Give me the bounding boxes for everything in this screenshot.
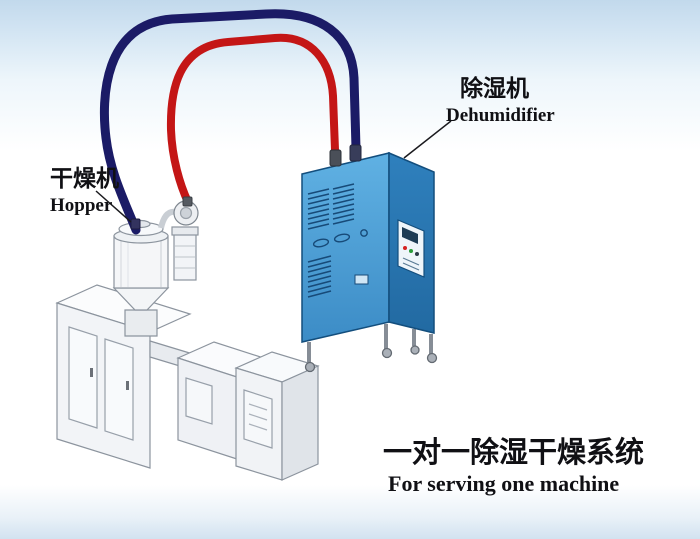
caster-wheel (410, 345, 420, 355)
vent-louvers-upper-left (307, 188, 330, 230)
panel-text-line (402, 257, 420, 266)
mid-box-panel (185, 377, 213, 425)
dehumidifier-legs (307, 324, 433, 363)
indicator-light-red (403, 246, 407, 250)
head-box-side (281, 365, 319, 481)
dehumidifier-label-en: Dehumidifier (446, 105, 555, 126)
blower-fan-hub (179, 206, 193, 220)
caster-wheel (426, 352, 438, 364)
door-handle-left (90, 368, 93, 377)
dehumidifier-casters (304, 345, 438, 373)
caster-wheel (381, 347, 393, 359)
hopper-lid-pipe-fitting (130, 218, 141, 230)
hopper-dryer (112, 200, 199, 337)
indicator-light-green (409, 249, 413, 253)
dehumidifier-leader-line (403, 120, 452, 159)
front-oval-vent (333, 233, 351, 243)
dehumidifier-right-fitting (349, 144, 362, 162)
cabinet-door-left (68, 326, 98, 429)
hopper-mount-base (124, 309, 158, 337)
panel-text-line (402, 262, 420, 271)
dehumidifier-left-fitting (329, 149, 342, 167)
dehumidifier-unit (301, 151, 438, 373)
panel-button (415, 252, 419, 256)
dehumidifier-label-cn: 除湿机 (460, 75, 529, 101)
front-oval-vent (312, 238, 330, 248)
front-label-plate (354, 274, 369, 285)
extruder-machine (55, 284, 320, 481)
caption-cn: 一对一除湿干燥系统 (383, 435, 644, 469)
door-handle-right (126, 381, 129, 390)
control-panel (397, 219, 425, 278)
caster-wheel (304, 361, 316, 373)
control-panel-display (402, 227, 418, 244)
blower-pipe-fitting (182, 196, 193, 207)
dehumidifier-front-face (301, 152, 390, 343)
hopper-label-cn: 干燥机 (50, 165, 119, 191)
filter-column-cap (171, 226, 199, 236)
head-box-door (243, 389, 273, 449)
hopper-label-en: Hopper (50, 195, 113, 216)
dry-air-pipe-red (166, 33, 339, 206)
head-box-vent-line (248, 423, 268, 431)
head-box-vent-line (248, 403, 268, 411)
vent-louvers-lower (307, 255, 332, 298)
hopper-body (113, 235, 169, 289)
vent-louvers-upper-right (332, 183, 355, 225)
return-air-pipe-navy (99, 9, 361, 235)
caption-en: For serving one machine (388, 471, 619, 496)
head-box-vent-line (248, 413, 268, 421)
cabinet-door-right (104, 338, 134, 441)
front-round-dial (360, 229, 368, 237)
hopper-leader-line (95, 190, 132, 223)
